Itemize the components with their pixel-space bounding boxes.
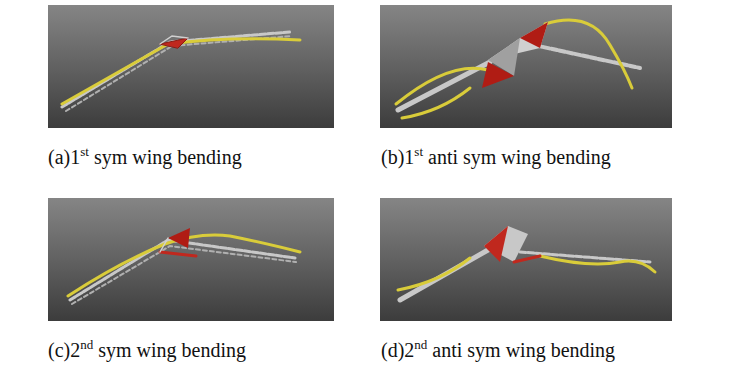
panel-c: [48, 198, 334, 321]
panel-caption: (c)2nd sym wing bending: [48, 333, 246, 362]
ordinal-suffix: st: [80, 144, 89, 159]
panel-d: [380, 198, 672, 321]
caption-text: (a)1: [48, 146, 80, 168]
caption-text: sym wing bending: [94, 146, 242, 168]
caption-text: (c)2: [48, 339, 80, 361]
panel-a: [48, 5, 334, 128]
ordinal-suffix: st: [414, 144, 423, 159]
panel-caption: (b)1st anti sym wing bending: [381, 140, 611, 169]
ordinal-suffix: nd: [414, 337, 427, 352]
panel-caption: (d)2nd anti sym wing bending: [381, 333, 615, 362]
caption-text: (d)2: [381, 339, 414, 361]
caption-text: sym wing bending: [98, 339, 246, 361]
ordinal-suffix: nd: [80, 337, 93, 352]
panel-caption: (a)1st sym wing bending: [48, 140, 242, 169]
caption-text: anti sym wing bending: [432, 339, 615, 361]
caption-text: (b)1: [381, 146, 414, 168]
caption-text: anti sym wing bending: [428, 146, 611, 168]
panel-b: [380, 5, 672, 128]
